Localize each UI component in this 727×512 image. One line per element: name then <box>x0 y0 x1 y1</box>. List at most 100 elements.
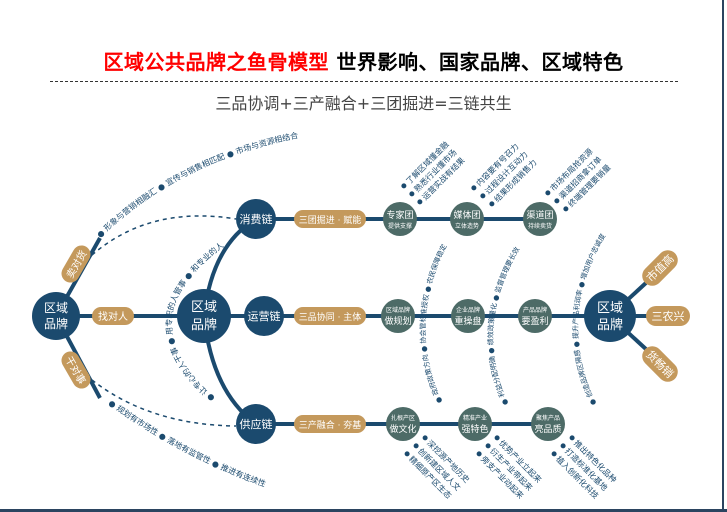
outcome-pill-agriculture: 三农兴 <box>646 306 690 326</box>
diagram-label: 三团掘进 · 赋能 <box>299 214 362 226</box>
frame-bottom <box>0 509 727 512</box>
diagram-shape <box>177 289 231 343</box>
frame-right <box>722 0 724 512</box>
diagram-label: 亮品质 <box>534 423 561 435</box>
operation-arc-1: ● 政府政策方向 ● 协会管标准授权 ● 农民保障稳定 <box>418 243 448 405</box>
diagram-shape <box>294 210 366 228</box>
diagram-shape <box>294 415 366 433</box>
right-hub: 区域 品牌 <box>584 290 636 342</box>
diagram-label: 品牌 <box>44 317 68 331</box>
industry-node: 聚焦产品 亮品质 推出特色化品种 打造标准化基地 植入创新化科技 <box>531 407 619 501</box>
diagram-shape <box>584 290 636 342</box>
brand-node: 区域品牌 做规划 <box>381 299 415 333</box>
diagram-shape <box>560 443 566 449</box>
diagram-shape <box>554 198 560 204</box>
diagram-shape <box>642 346 678 382</box>
chain-consumption: 消费链 三团掘进 · 赋能 <box>236 199 366 239</box>
diagram-label: 聚焦产品 <box>536 414 560 422</box>
diagram-shape <box>458 407 492 441</box>
diagram-label: 要盈利 <box>521 315 548 327</box>
brand-node: 企业品牌 重操盘 <box>451 299 485 333</box>
title-black: 世界影响、国家品牌、区域特色 <box>336 50 624 74</box>
diagram-label: 媒体团 <box>453 209 480 221</box>
team-node: 渠道团 持续卖货 市场布局抢资源 渠道招商拿订单 终端管理要销量 <box>523 146 613 236</box>
diagram-label: 做规划 <box>384 315 411 327</box>
diagram-shape <box>518 299 552 333</box>
diagram-label: 消费链 <box>240 212 273 226</box>
diagram-shape <box>523 202 557 236</box>
diagram-shape <box>480 193 486 199</box>
diagram-shape <box>91 215 237 256</box>
diagram-shape <box>92 307 134 325</box>
diagram-shape <box>563 206 569 212</box>
left-hub: 区域 品牌 <box>32 292 80 340</box>
diagram-label: 三农兴 <box>652 309 685 323</box>
diagram-label: 扎根产区 <box>391 414 415 422</box>
brand-node: 产品品牌 要盈利 <box>518 299 552 333</box>
diagram-label: 区域 <box>191 300 217 315</box>
diagram-label: 精准产业 <box>463 414 487 422</box>
diagram-shape <box>236 404 276 444</box>
diagram-shape <box>545 190 551 196</box>
diagram-label: 区域品牌 <box>386 306 410 314</box>
diagram-label: 产品品牌 <box>523 306 547 314</box>
diagram-label: 专家团 <box>386 209 413 221</box>
diagram-shape <box>451 299 485 333</box>
chain-operation: 运营链 三品协同 · 主体 <box>244 296 366 336</box>
diagram-shape <box>494 435 500 441</box>
diagram-shape <box>531 407 565 441</box>
diagram-label: 供应链 <box>240 417 273 431</box>
diagram-label: 运营链 <box>248 309 281 323</box>
diagram-shape <box>381 299 415 333</box>
diagram-label: 渠道团 <box>526 209 553 221</box>
title-red: 区域公共品牌之鱼骨模型 <box>103 50 330 74</box>
find-people-pill: 找对人 <box>92 307 134 325</box>
center-hub: 区域 品牌 <box>177 289 231 343</box>
diagram-shape <box>383 202 417 236</box>
diagram-shape <box>91 379 237 427</box>
diagram-shape <box>61 245 91 283</box>
diagram-label: 三品协同 · 主体 <box>299 311 362 323</box>
dashed-links <box>91 215 237 427</box>
diagram-label: 立体造势 <box>455 222 479 230</box>
diagram-label: 品牌 <box>191 317 217 333</box>
diagram-shape <box>551 451 557 457</box>
diagram-shape <box>471 185 477 191</box>
divider <box>50 81 678 82</box>
diagram-shape <box>569 435 575 441</box>
diagram-shape <box>236 199 276 239</box>
diagram-label: 企业品牌 <box>456 306 480 314</box>
subtitle: 三品协调+三产融合+三团掘进=三链共生 <box>215 94 512 113</box>
page-title: 区域公共品牌之鱼骨模型 世界影响、国家品牌、区域特色 <box>0 46 727 75</box>
diagram-shape <box>294 307 366 325</box>
diagram-shape <box>32 292 80 340</box>
diagram-label: 提供支撑 <box>388 222 412 230</box>
diagram-shape <box>476 451 482 457</box>
mid-arc-text: ● 让专心的人干事 ● 用专职的人管事 ● 和专业的人定事 <box>0 0 225 403</box>
diagram-shape <box>485 443 491 449</box>
diagram-label: 找对人 <box>98 310 128 323</box>
diagram-shape <box>646 306 690 326</box>
diagram-label: 持续卖货 <box>528 222 552 230</box>
diagram-shape <box>417 199 423 205</box>
diagram-label: 品牌 <box>597 317 623 333</box>
diagram-shape <box>404 451 410 457</box>
sell-right-pill: 卖对货 <box>61 245 91 283</box>
diagram-shape <box>450 202 484 236</box>
diagram-shape <box>61 351 91 389</box>
diagram-shape <box>244 296 284 336</box>
chain-supply: 供应链 三产融合 · 夯基 <box>236 404 366 444</box>
diagram-shape <box>489 201 495 207</box>
diagram-label: 重操盘 <box>454 315 481 327</box>
diagram-shape <box>386 407 420 441</box>
diagram-shape <box>642 250 678 286</box>
diagram-label: 做文化 <box>389 423 416 435</box>
diagram-shape <box>422 435 428 441</box>
diagram-shape <box>413 443 419 449</box>
diagram-shape <box>401 183 407 189</box>
diagram-shape <box>409 191 415 197</box>
do-right-pill: 干对事 <box>61 351 91 389</box>
industry-node: 精准产业 强特色 优势产业立起来 衍生产业带起来 旁支产业动起来 <box>458 407 544 501</box>
operation-arc-2: ● 利益分配明确 ● 绩效政策量化 ● 监督管理要长效 <box>486 245 521 406</box>
